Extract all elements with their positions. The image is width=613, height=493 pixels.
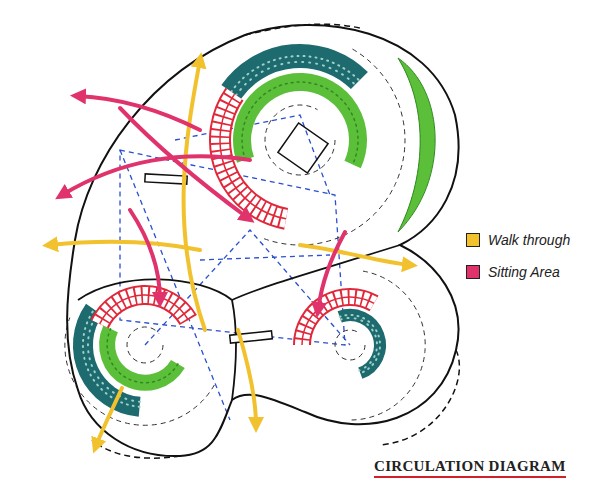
sitting-arrow xyxy=(130,210,160,300)
sitting-arrow xyxy=(78,96,200,130)
lawn-crescent xyxy=(398,58,435,232)
legend-swatch xyxy=(466,233,480,247)
hedge-band xyxy=(340,315,380,373)
paving-band xyxy=(302,297,374,345)
bench xyxy=(230,331,273,343)
lawn-texture xyxy=(107,329,178,383)
paving-cells xyxy=(302,297,374,345)
walk-arrow xyxy=(50,242,200,250)
paving-band xyxy=(100,295,189,324)
hedge-texture xyxy=(340,315,380,373)
paving-joint xyxy=(302,297,374,345)
legend-label: Sitting Area xyxy=(488,264,560,280)
lawn-band xyxy=(107,329,178,383)
sitting-area-arrows xyxy=(62,96,345,310)
walk-arrow xyxy=(238,330,256,425)
legend-row: Sitting Area xyxy=(466,264,560,280)
bench xyxy=(145,174,187,184)
walk-arrow xyxy=(300,245,410,265)
walk-arrow xyxy=(96,388,122,446)
legend-label: Walk through xyxy=(488,232,570,248)
walk-arrow xyxy=(184,60,205,330)
lobe-divider xyxy=(78,245,400,400)
paving-joint xyxy=(100,295,189,324)
site-dashed-edge xyxy=(92,24,459,458)
contour-line xyxy=(335,330,365,360)
hedge-texture xyxy=(341,318,377,370)
contour-line xyxy=(127,327,163,363)
contour-line xyxy=(265,105,335,175)
paving-cells xyxy=(100,295,189,324)
legend-row: Walk through xyxy=(466,232,570,248)
grid-line xyxy=(200,255,330,260)
kiosk xyxy=(278,123,328,173)
sitting-arrow xyxy=(62,156,250,195)
legend-swatch xyxy=(466,265,480,279)
sitting-arrow xyxy=(318,232,345,310)
walk-through-arrows xyxy=(50,60,410,446)
diagram-title: CIRCULATION DIAGRAM xyxy=(374,458,566,478)
planting-bands xyxy=(65,49,435,425)
